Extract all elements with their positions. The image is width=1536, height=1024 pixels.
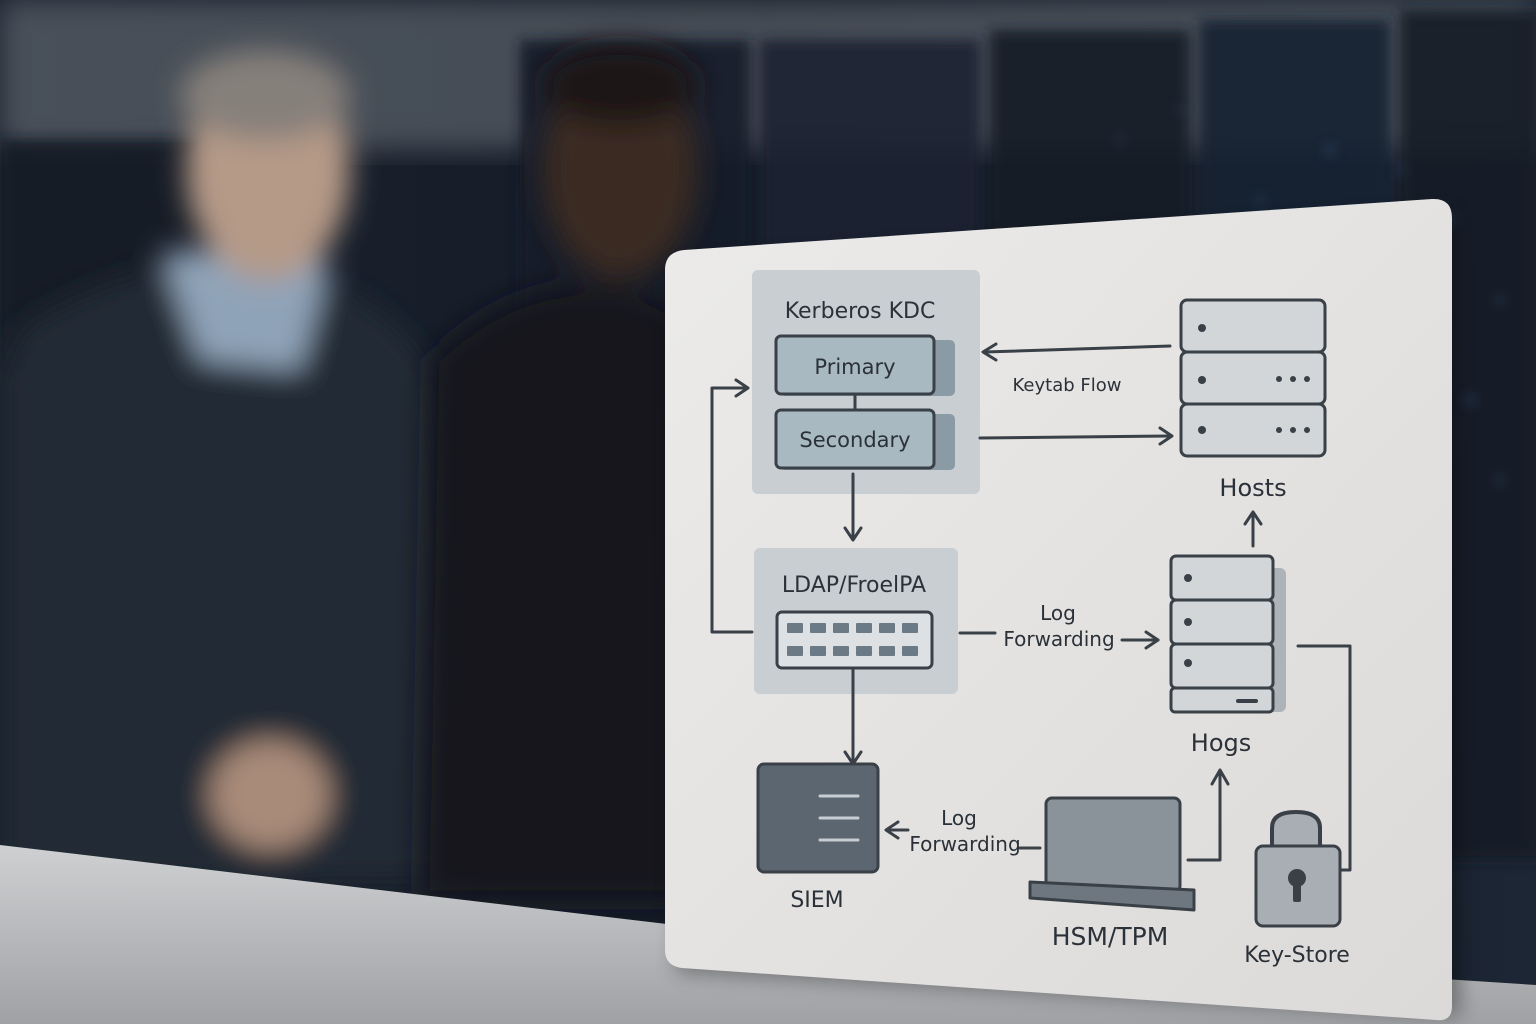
log-forwarding-1-line1: Log [1040, 601, 1076, 625]
diagram-shapes [710, 270, 1352, 928]
hsm-label: HSM/TPM [1052, 922, 1169, 951]
kdc-secondary-label: Secondary [799, 428, 910, 452]
hsm-to-siem-arrow [884, 820, 1042, 850]
kdc-to-ldap-arrow [843, 472, 863, 542]
kdc-box [752, 270, 980, 494]
siem-icon [756, 762, 880, 874]
hogs-label: Hogs [1191, 729, 1251, 757]
hogs-server-icon [1169, 554, 1286, 714]
kdc-primary-label: Primary [814, 355, 895, 379]
hosts-label: Hosts [1219, 474, 1286, 502]
ldap-title: LDAP/FroelPA [782, 573, 926, 598]
ldap-to-kdc-loop-arrow [710, 378, 754, 634]
hsm-to-hogs-arrow [1186, 768, 1230, 862]
ldap-to-hogs-arrow [958, 630, 1160, 650]
kdc-title: Kerberos KDC [785, 299, 936, 324]
hosts-server-icon [1179, 298, 1327, 458]
keytab-flow-arrows [978, 342, 1174, 446]
keystore-to-hogs-line [1296, 644, 1352, 872]
diagram-labels: Kerberos KDC Primary Secondary Keytab Fl… [782, 299, 1350, 968]
person-left [0, 50, 470, 880]
keytab-flow-label: Keytab Flow [1013, 375, 1122, 396]
ldap-box [754, 548, 958, 694]
log-forwarding-2-line1: Log [941, 806, 977, 830]
log-forwarding-1-line2: Forwarding [1003, 627, 1114, 651]
keystore-label: Key-Store [1244, 943, 1350, 968]
log-forwarding-2-line2: Forwarding [909, 832, 1020, 856]
hogs-to-hosts-arrow [1243, 510, 1263, 548]
keystore-lock-icon [1254, 810, 1342, 928]
person-right [420, 45, 720, 900]
siem-label: SIEM [790, 888, 843, 913]
hsm-laptop-icon [1028, 796, 1196, 912]
